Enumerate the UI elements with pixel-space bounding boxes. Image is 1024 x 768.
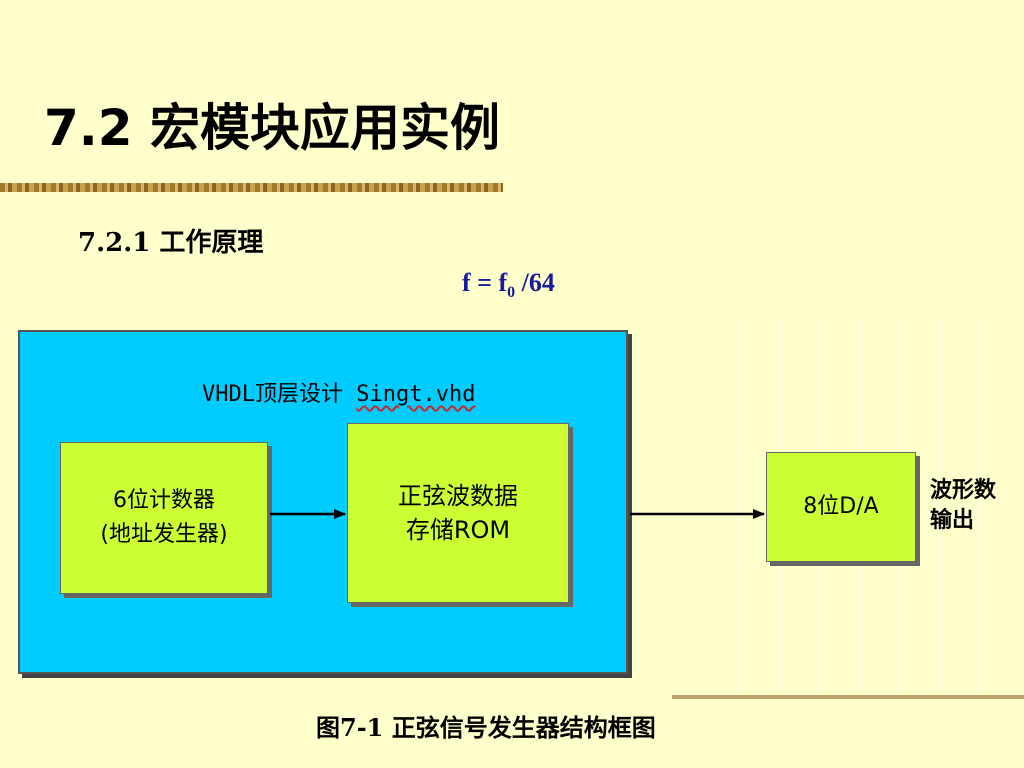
rom-label-line2: 存储ROM xyxy=(405,516,511,544)
bottom-divider xyxy=(672,695,1024,699)
slide-title: 7.2 宏模块应用实例 xyxy=(44,99,500,157)
figure-caption: 图7-1 正弦信号发生器结构框图 xyxy=(316,713,656,742)
dac-label: 8位D/A xyxy=(803,494,879,519)
rom-block: 正弦波数据 存储ROM xyxy=(347,423,569,603)
formula-subscript: 0 xyxy=(507,284,516,302)
frequency-formula: f = f0 /64 xyxy=(462,268,555,302)
formula-rhs: /64 xyxy=(515,268,555,297)
output-label-line1: 波形数 xyxy=(930,478,997,503)
rom-label-line1: 正弦波数据 xyxy=(398,482,518,510)
counter-label-line1: 6位计数器 xyxy=(113,488,215,513)
formula-lhs: f = f xyxy=(462,268,508,297)
output-label: 波形数 输出 xyxy=(930,476,996,536)
top-module-filename: Singt.vhd xyxy=(356,382,476,407)
title-underline-bar xyxy=(0,183,503,192)
top-module-label: VHDL顶层设计 Singt.vhd xyxy=(202,376,475,408)
counter-label-line2: (地址发生器) xyxy=(100,522,228,547)
dac-block: 8位D/A xyxy=(766,452,916,562)
section-subtitle: 7.2.1 工作原理 xyxy=(78,228,264,258)
counter-block: 6位计数器 (地址发生器) xyxy=(60,442,268,594)
output-label-line2: 输出 xyxy=(930,508,975,533)
top-module-prefix: VHDL顶层设计 xyxy=(202,382,357,407)
